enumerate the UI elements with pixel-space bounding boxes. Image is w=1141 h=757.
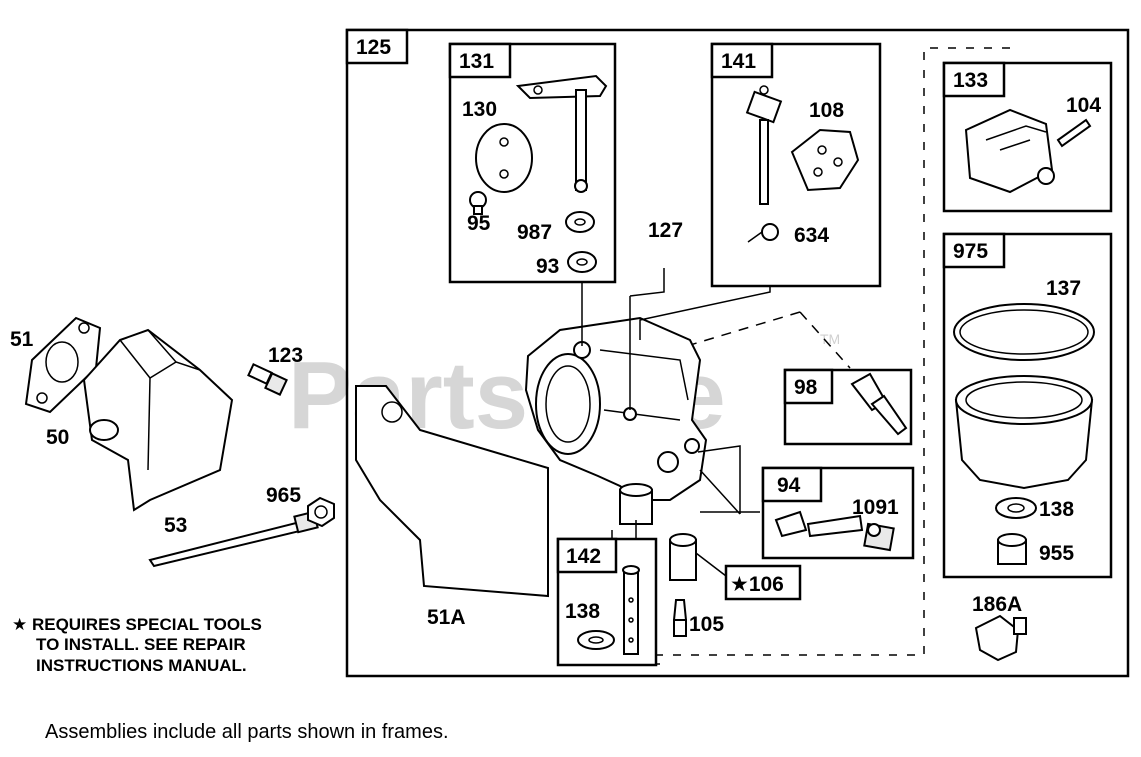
label-106: ★106 — [730, 573, 784, 596]
frame-94-label: 94 — [777, 474, 801, 497]
washer-138a — [995, 497, 1037, 519]
pin-104 — [1056, 118, 1092, 148]
frame-131-label: 131 — [459, 50, 494, 73]
gasket-51a — [355, 385, 549, 598]
throttle-plate-130 — [475, 123, 533, 193]
watermark-trademark: TM — [820, 331, 840, 347]
fitting-186a — [974, 614, 1027, 662]
label-93: 93 — [536, 255, 559, 278]
label-955: 955 — [1039, 542, 1074, 565]
tag-106 — [724, 564, 802, 601]
gasket-137 — [953, 303, 1095, 361]
label-987: 987 — [517, 221, 552, 244]
frame-125-tag — [345, 28, 409, 65]
frame-98-tag — [783, 368, 834, 405]
label-138b: 138 — [565, 600, 600, 623]
label-104: 104 — [1066, 94, 1101, 117]
dashed-guide-98 — [639, 311, 851, 369]
frame-142-label: 142 — [566, 545, 601, 568]
mixture-screw-94 — [774, 510, 895, 552]
frame-142-tag — [556, 537, 618, 574]
nut-965 — [307, 496, 335, 528]
label-186a: 186A — [972, 593, 1022, 616]
washer-138b — [577, 630, 615, 650]
spring-634 — [747, 223, 779, 243]
label-123: 123 — [268, 344, 303, 367]
frame-125 — [345, 28, 1130, 678]
stud-53 — [148, 510, 319, 568]
frame-94-tag — [761, 466, 823, 503]
idle-screw-98 — [850, 372, 908, 436]
label-50: 50 — [46, 426, 69, 449]
label-108: 108 — [809, 99, 844, 122]
note-line-1: ★ REQUIRES SPECIAL TOOLS — [12, 615, 262, 634]
frame-141-label: 141 — [721, 50, 756, 73]
label-137: 137 — [1046, 277, 1081, 300]
label-53: 53 — [164, 514, 187, 537]
label-51a: 51A — [427, 606, 466, 629]
label-634: 634 — [794, 224, 829, 247]
screw-95 — [469, 191, 487, 215]
needle-105 — [672, 599, 688, 637]
float-133 — [964, 108, 1055, 194]
frame-133-tag — [942, 61, 1006, 98]
label-105: 105 — [689, 613, 724, 636]
label-138a: 138 — [1039, 498, 1074, 521]
seal-93 — [567, 251, 597, 273]
choke-shaft — [745, 85, 783, 205]
carburetor-body — [524, 316, 708, 525]
jet-sleeve-106 — [669, 533, 697, 581]
note-line-3: INSTRUCTIONS MANUAL. — [36, 656, 247, 675]
label-130: 130 — [462, 98, 497, 121]
intake-elbow-50 — [82, 328, 234, 512]
note-line-2: TO INSTALL. SEE REPAIR — [36, 635, 246, 654]
frame-141-tag — [710, 42, 774, 79]
throttle-shaft — [515, 74, 608, 193]
frame-133-label: 133 — [953, 69, 988, 92]
label-51: 51 — [10, 328, 34, 351]
label-1091: 1091 — [852, 496, 899, 519]
bushing-987 — [565, 211, 595, 233]
screw-123 — [247, 363, 288, 396]
frame-131-tag — [448, 42, 512, 79]
label-127: 127 — [648, 219, 683, 242]
caption: Assemblies include all parts shown in fr… — [45, 721, 449, 743]
bowl-screw-955 — [997, 533, 1027, 565]
float-bowl — [954, 375, 1094, 490]
emulsion-tube-142 — [622, 565, 640, 655]
label-95: 95 — [467, 212, 491, 235]
dashed-guide-right — [600, 47, 1010, 656]
frame-98-label: 98 — [794, 376, 818, 399]
choke-plate-108 — [790, 128, 860, 192]
label-965: 965 — [266, 484, 301, 507]
frame-975-label: 975 — [953, 240, 988, 263]
frame-125-label: 125 — [356, 36, 391, 59]
frame-975-tag — [942, 232, 1006, 269]
